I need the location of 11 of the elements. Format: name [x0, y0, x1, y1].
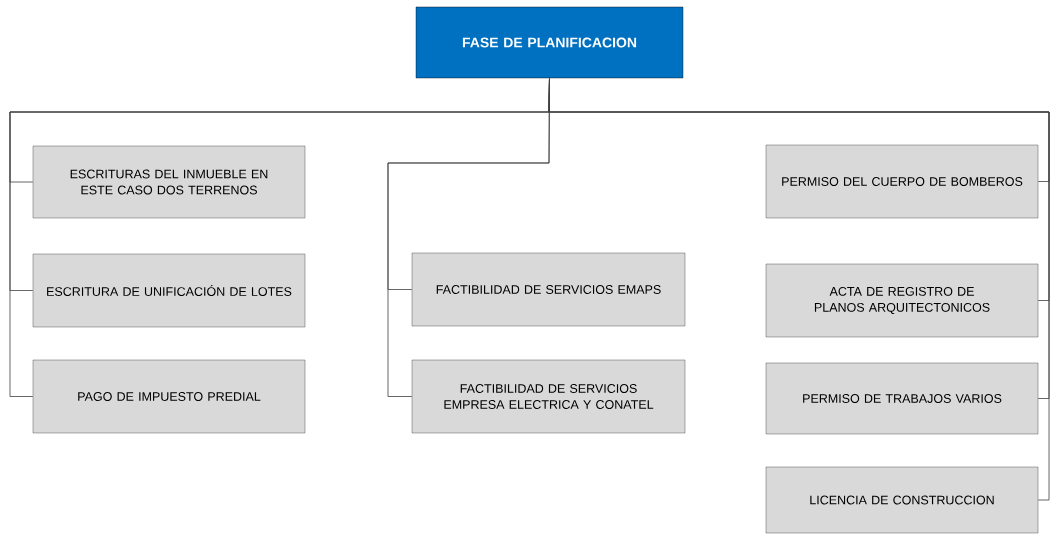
- process-box: ACTA DE REGISTRO DE PLANOS ARQUITECTONICOS: [765, 263, 1039, 338]
- process-box: FACTIBILIDAD DE SERVICIOS EMPRESA ELECTRICA Y CONATEL: [411, 359, 686, 434]
- process-box: PERMISO DE TRABAJOS VARIOS: [765, 362, 1039, 435]
- process-box: PERMISO DEL CUERPO DE BOMBEROS: [765, 144, 1039, 219]
- process-box: ESCRITURA DE UNIFICACIÓN DE LOTES: [32, 253, 306, 328]
- process-box: LICENCIA DE CONSTRUCCION: [765, 466, 1039, 534]
- process-box: PAGO DE IMPUESTO PREDIAL: [32, 359, 306, 434]
- process-box: FACTIBILIDAD DE SERVICIOS EMAPS: [411, 252, 686, 327]
- process-box: ESCRITURAS DEL INMUEBLE EN ESTE CASO DOS TERRENOS: [32, 145, 306, 219]
- title-box: FASE DE PLANIFICACION: [415, 6, 684, 79]
- connector: [548, 77, 1050, 501]
